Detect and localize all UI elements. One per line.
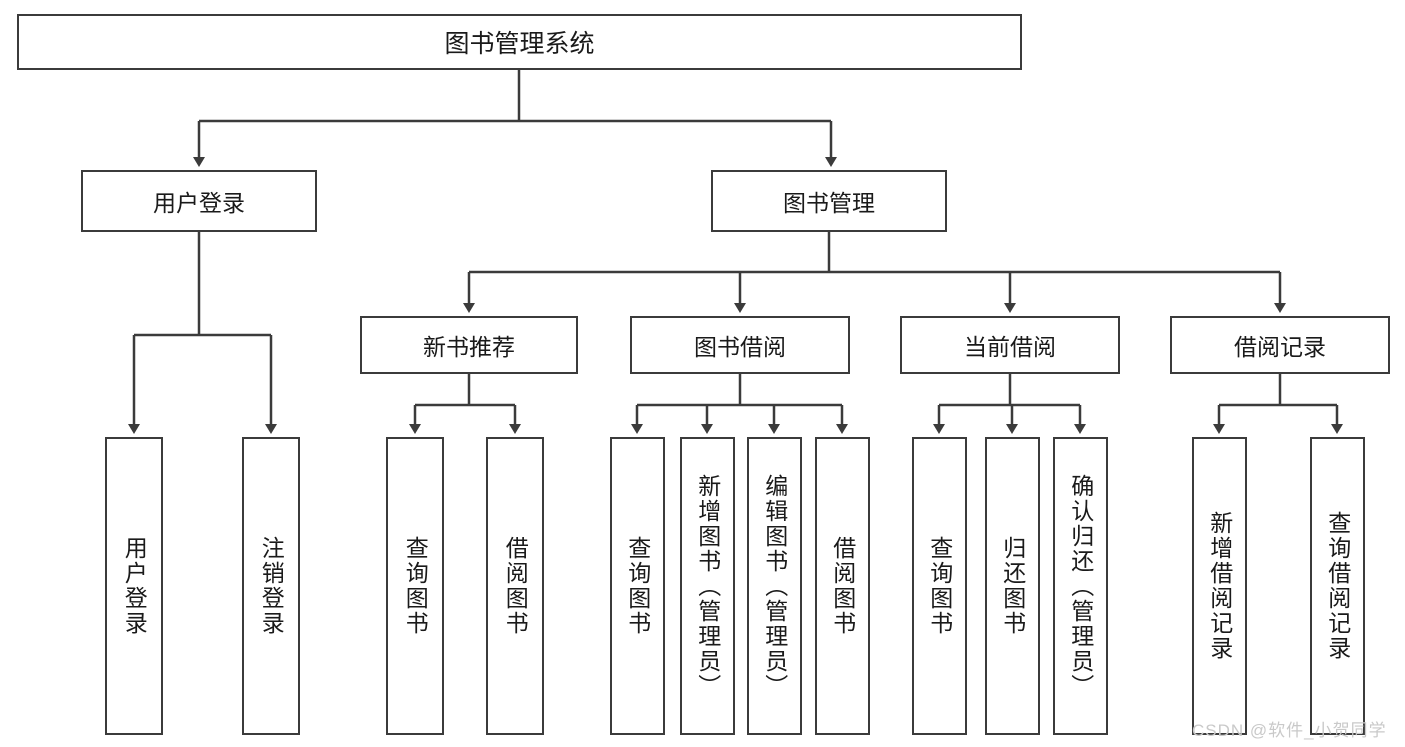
leaf-label: 编辑图书（管理员）	[761, 473, 788, 699]
leaf-query-borrow-record[interactable]: 查询借阅记录	[1310, 437, 1365, 735]
leaf-label: 借阅图书	[829, 536, 856, 636]
leaf-label: 查询图书	[624, 536, 651, 636]
leaf-label: 用户登录	[121, 536, 148, 636]
leaf-add-book-admin[interactable]: 新增图书（管理员）	[680, 437, 735, 735]
node-new-book-recommend[interactable]: 新书推荐	[360, 316, 578, 374]
node-label: 借阅记录	[1234, 334, 1326, 360]
leaf-label: 查询借阅记录	[1324, 511, 1351, 661]
leaf-borrow-book[interactable]: 借阅图书	[815, 437, 870, 735]
node-borrow-records[interactable]: 借阅记录	[1170, 316, 1390, 374]
leaf-label: 借阅图书	[502, 536, 529, 636]
leaf-confirm-return-admin[interactable]: 确认归还（管理员）	[1053, 437, 1108, 735]
leaf-label: 新增图书（管理员）	[694, 473, 721, 699]
node-label: 新书推荐	[423, 334, 515, 360]
node-book-management[interactable]: 图书管理	[711, 170, 947, 232]
leaf-label: 查询图书	[402, 536, 429, 636]
leaf-query-books-recommend[interactable]: 查询图书	[386, 437, 444, 735]
node-label: 图书借阅	[694, 334, 786, 360]
leaf-query-books-current[interactable]: 查询图书	[912, 437, 967, 735]
node-current-borrow[interactable]: 当前借阅	[900, 316, 1120, 374]
node-label: 图书管理系统	[444, 30, 595, 58]
leaf-query-books-borrow[interactable]: 查询图书	[610, 437, 665, 735]
leaf-logout[interactable]: 注销登录	[242, 437, 300, 735]
leaf-label: 归还图书	[999, 536, 1026, 636]
leaf-edit-book-admin[interactable]: 编辑图书（管理员）	[747, 437, 802, 735]
node-label: 用户登录	[153, 190, 245, 216]
leaf-user-login[interactable]: 用户登录	[105, 437, 163, 735]
leaf-label: 确认归还（管理员）	[1067, 473, 1094, 699]
leaf-borrow-books-recommend[interactable]: 借阅图书	[486, 437, 544, 735]
node-book-borrow[interactable]: 图书借阅	[630, 316, 850, 374]
leaf-label: 注销登录	[258, 536, 285, 636]
leaf-add-borrow-record[interactable]: 新增借阅记录	[1192, 437, 1247, 735]
node-label: 图书管理	[783, 190, 875, 216]
leaf-label: 查询图书	[926, 536, 953, 636]
node-user-login[interactable]: 用户登录	[81, 170, 317, 232]
leaf-label: 新增借阅记录	[1206, 511, 1233, 661]
leaf-return-book[interactable]: 归还图书	[985, 437, 1040, 735]
node-label: 当前借阅	[964, 334, 1056, 360]
csdn-watermark: CSDN @软件_小贺同学	[1192, 721, 1387, 740]
node-root-system[interactable]: 图书管理系统	[17, 14, 1022, 70]
